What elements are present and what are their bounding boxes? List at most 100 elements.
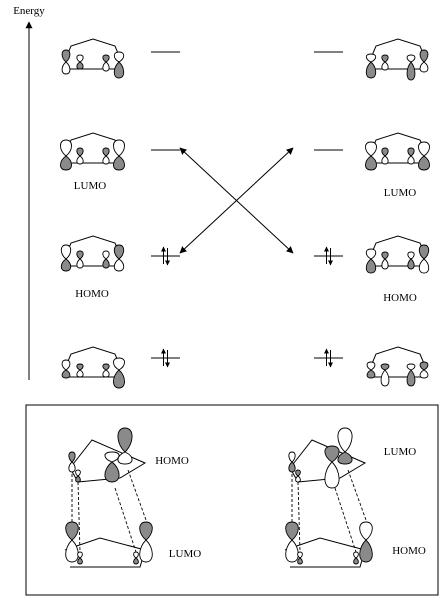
orbital-lobe-top [102,147,110,157]
orbital-lobe-top [75,469,81,477]
orbital-lobe-top [113,139,125,157]
orbital-lobe-bottom [365,61,377,79]
orbital-lobe-bottom [324,461,340,489]
orbital-lobe-bottom [407,155,415,165]
right-orbital-set-4 [366,346,429,387]
orbital-lobe-bottom [76,258,84,269]
lower-p-orbital-4 [359,521,373,563]
upper-p-orbital-1 [68,451,76,473]
orbital-lobe-top [359,521,373,541]
orbital-lobe-top [381,251,389,260]
p-orbital-1 [365,53,377,79]
interaction-inset [64,427,373,568]
orbital-lobe-bottom [77,557,83,565]
p-orbital-4 [419,49,429,73]
orbital-lobe-top [406,54,416,63]
orbital-lobe-top [76,250,84,260]
orbital-lobe-top [324,445,340,463]
upper-p-orbital-1 [288,451,296,473]
orbital-lobe-bottom [297,557,303,565]
orbital-lobe-top [61,49,71,63]
orbital-lobe-top [337,427,353,453]
orbital-lobe-bottom [76,61,84,70]
cross-arrow-lumo-right-to-homo-left [179,147,294,254]
orbital-lobe-top [419,361,429,371]
orbital-lobe-bottom [61,369,71,379]
orbital-lobe-bottom [61,61,71,75]
ring-frame [65,346,121,378]
p-orbital-1 [60,244,72,272]
orbital-lobe-top [418,141,430,157]
orbital-lobe-top [113,244,125,260]
orbital-lobe-bottom [419,369,429,379]
ring-frame [370,38,426,70]
right-level-3-label: HOMO [383,292,417,304]
lower-p-orbital-4 [139,521,153,563]
orbital-lobe-bottom [359,539,373,563]
overlap-line-3 [334,487,357,553]
orbital-lobe-bottom [406,61,416,81]
ring-frame [370,235,426,267]
p-orbital-1 [61,359,71,379]
p-orbital-2 [76,147,84,165]
orbital-levels [60,38,430,389]
p-orbital-2 [76,250,84,269]
p-orbital-3 [407,251,415,270]
orbital-lobe-top [407,147,415,157]
orbital-lobe-bottom [285,539,299,563]
p-orbital-4 [113,51,125,79]
ring-frame [370,132,426,164]
orbital-lobe-top [365,53,377,63]
p-orbital-4 [113,357,125,389]
orbital-lobe-bottom [76,369,84,378]
orbital-lobe-top [365,141,377,157]
orbital-lobe-top [102,363,110,371]
left-orbital-set-4 [61,346,125,389]
upper-p-orbital-4 [117,427,133,465]
lower-p-orbital-1 [65,521,79,563]
p-orbital-3 [102,54,110,72]
orbital-lobe-top [113,51,125,63]
orbital-lobe-bottom [65,539,79,563]
orbital-lobe-bottom [68,461,76,473]
orbital-lobe-bottom [60,258,72,272]
ring-frame [65,38,121,70]
p-orbital-4 [418,244,430,274]
orbital-lobe-bottom [337,451,353,465]
orbital-lobe-bottom [366,369,376,379]
lower-p-orbital-1 [285,521,299,563]
orbital-lobe-top [418,244,430,260]
ring-frame [65,132,121,164]
p-orbital-3 [102,250,110,269]
overlap-line-3 [114,487,137,553]
orbital-lobe-top [381,54,389,63]
p-orbital-4 [113,244,125,272]
lower-p-orbital-2 [77,551,83,565]
inset-left-top-label: HOMO [155,455,189,467]
orbital-lobe-bottom [76,155,84,165]
inset-right-bottom-label: HOMO [392,545,426,557]
orbital-lobe-top [102,250,110,260]
left-orbital-set-3 [60,235,125,272]
orbital-lobe-bottom [133,557,139,565]
orbital-lobe-bottom [139,539,153,563]
orbital-lobe-top [102,54,110,63]
orbital-lobe-bottom [75,475,81,483]
orbital-lobe-top [68,451,76,463]
orbital-lobe-bottom [407,258,415,270]
overlap-line-2 [297,481,301,553]
p-orbital-3 [406,54,416,81]
inset-frame [25,404,439,596]
right-orbital-set-3 [365,235,430,274]
inset-left-pair [64,427,153,568]
energy-axis-label: Energy [13,5,45,17]
overlap-line-4 [127,469,147,521]
orbital-lobe-bottom [113,61,125,79]
orbital-lobe-bottom [102,258,110,269]
left-level-3-label: HOMO [75,288,109,300]
orbital-lobe-bottom [102,61,110,72]
left-orbital-set-2 [60,132,125,171]
orbital-lobe-top [285,521,299,541]
